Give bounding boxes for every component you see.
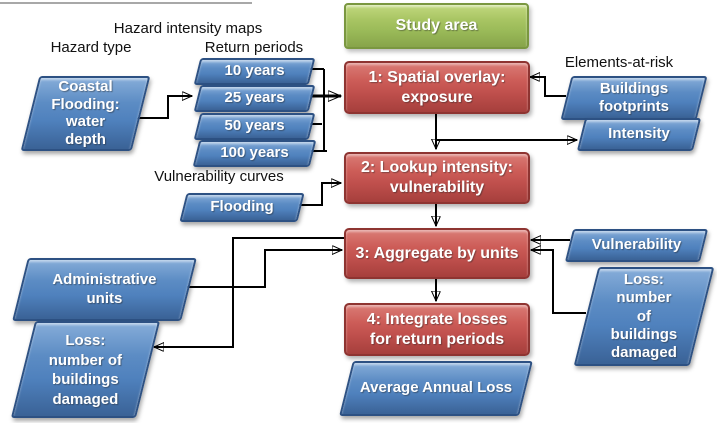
node-step-4-integrate-losses: 4: Integrate losses for return periods <box>344 303 530 356</box>
label-hazard-type: Hazard type <box>50 39 132 56</box>
top-border-line <box>0 2 252 4</box>
node-loss-buildings-damaged-right: Loss: number of buildings damaged <box>573 267 715 366</box>
node-step-2-label: 2: Lookup intensity: vulnerability <box>361 159 513 196</box>
connector-step3-to-loss-left <box>154 237 344 347</box>
node-step-3-aggregate: 3: Aggregate by units <box>344 228 530 279</box>
node-loss-right-label: Loss: number of buildings damaged <box>610 270 678 361</box>
node-loss-buildings-damaged-left: Loss: number of buildings damaged <box>10 321 161 418</box>
node-50-years-label: 50 years <box>224 117 285 135</box>
node-coastal-flooding-water-depth: Coastal Flooding: water depth <box>20 76 151 151</box>
node-average-annual-loss: Average Annual Loss <box>339 361 533 416</box>
label-elements-at-risk: Elements-at-risk <box>564 54 674 71</box>
node-administrative-units: Administrative units <box>12 258 197 321</box>
connector-admin-units-to-step3 <box>185 250 342 288</box>
connector-loss-right-to-step3 <box>531 250 586 314</box>
node-intensity: Intensity <box>576 118 702 151</box>
node-return-period-10-years: 10 years <box>193 58 316 85</box>
node-step-1-spatial-overlay: 1: Spatial overlay: exposure <box>344 61 530 114</box>
node-step-4-label: 4: Integrate losses for return periods <box>366 310 508 348</box>
node-25-years-label: 25 years <box>224 89 285 107</box>
node-buildings-footprints: Buildings footprints <box>560 76 708 120</box>
node-study-area: Study area <box>344 3 529 49</box>
connector-flooding-to-step2 <box>298 183 341 206</box>
node-vulnerability-result: Vulnerability <box>564 229 709 262</box>
node-return-period-50-years: 50 years <box>193 113 316 140</box>
node-10-years-label: 10 years <box>224 62 285 80</box>
node-vulnerability-label: Vulnerability <box>591 236 682 254</box>
node-buildings-footprints-label: Buildings footprints <box>599 80 669 115</box>
node-return-period-25-years: 25 years <box>193 85 316 112</box>
label-hazard-intensity-maps: Hazard intensity maps <box>113 20 263 37</box>
node-loss-left-label: Loss: number of buildings damaged <box>48 331 123 408</box>
label-vulnerability-curves: Vulnerability curves <box>154 168 284 185</box>
node-step-3-label: 3: Aggregate by units <box>355 244 519 262</box>
node-step-1-label: 1: Spatial overlay: exposure <box>368 68 506 106</box>
connector-coastal-to-return-periods <box>136 96 192 119</box>
label-return-periods: Return periods <box>204 39 304 56</box>
node-step-2-lookup-intensity: 2: Lookup intensity: vulnerability <box>344 152 530 204</box>
node-flooding-label: Flooding <box>210 198 274 216</box>
node-return-period-100-years: 100 years <box>192 140 317 167</box>
node-100-years-label: 100 years <box>220 144 289 162</box>
node-coastal-flooding-label: Coastal Flooding: water depth <box>51 78 120 149</box>
node-intensity-label: Intensity <box>608 125 670 143</box>
node-study-area-label: Study area <box>395 17 478 34</box>
node-average-annual-loss-label: Average Annual Loss <box>359 379 513 397</box>
node-administrative-units-label: Administrative units <box>52 270 157 307</box>
connector-buildings-to-step1 <box>530 77 566 97</box>
node-flooding-vulnerability-curve: Flooding <box>179 193 305 222</box>
